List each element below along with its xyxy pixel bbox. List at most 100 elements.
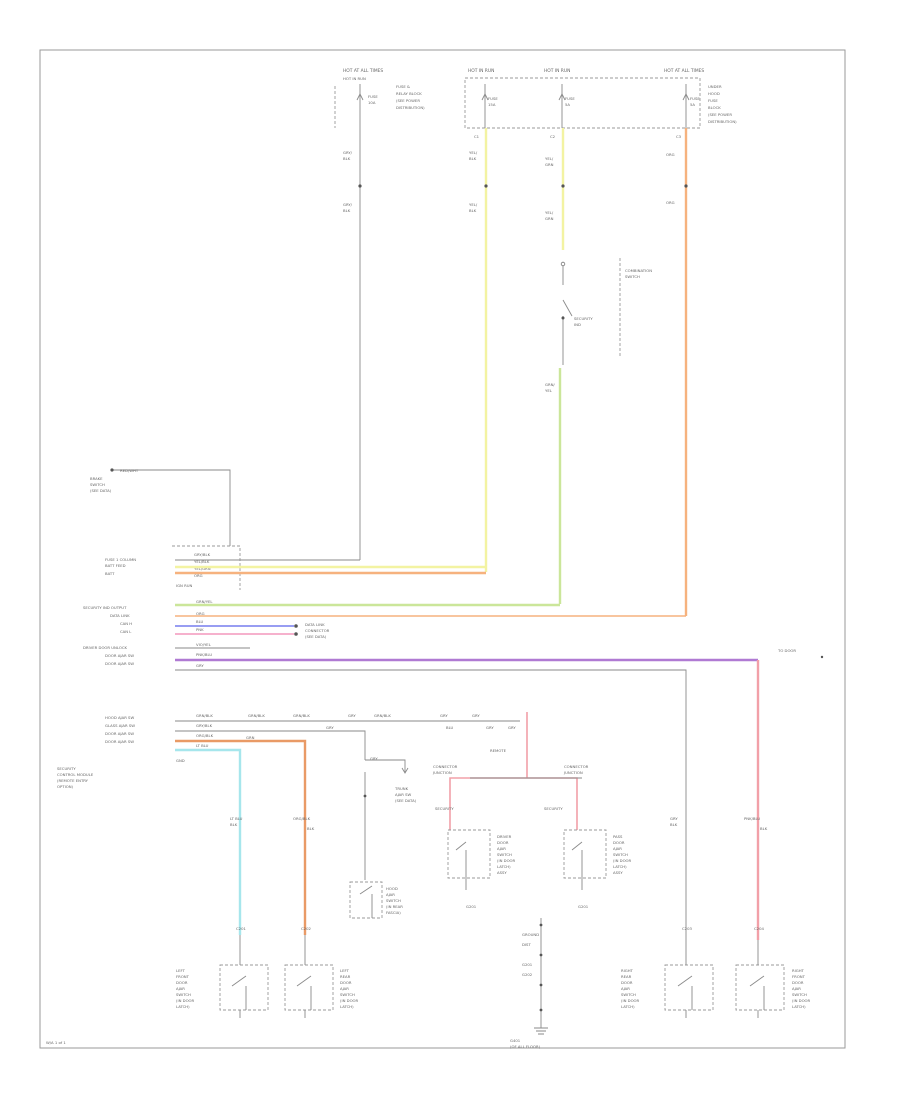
connector-label: C203	[682, 926, 692, 931]
sw4-label: AJAR	[792, 986, 801, 991]
brake-note: SWITCH	[90, 482, 105, 487]
wire-cyan-drop	[175, 748, 242, 935]
brake-tag: RED/WHT	[120, 468, 139, 473]
bus-label: GRY	[486, 725, 494, 730]
splice-dot	[484, 184, 488, 188]
bus-label: GRN/BLK	[248, 713, 265, 718]
driver-door-ajar-switch: CONNECTOR JUNCTION SECURITY DRIVER DOOR …	[432, 764, 516, 909]
wire-code: PNK/BLU	[196, 652, 212, 657]
wire-label: GRY/	[343, 150, 353, 155]
sw1-label: LEFT	[176, 968, 186, 973]
ground-distribution: GROUND DIST G201 G202 G401 (OF ALL FLOOR…	[510, 918, 548, 1049]
splice-dot	[358, 184, 362, 188]
fuse4-note: HOOD	[708, 91, 720, 96]
hood-label: GRY	[370, 756, 378, 761]
wire-code: ORG	[196, 611, 205, 616]
sw3-label: RIGHT	[621, 968, 634, 973]
hood-dest: (SEE DATA)	[395, 798, 417, 803]
fuse3-line: FUSE	[565, 96, 575, 101]
wire-gray-to-hood	[175, 730, 366, 760]
remote-label: REMOTE	[490, 748, 507, 753]
sw4-label: LATCH)	[792, 1004, 806, 1009]
sw1-label: DOOR	[176, 980, 188, 985]
fuse1-line: HOT IN RUN	[343, 76, 366, 81]
fuse1-line: FUSE	[368, 94, 378, 99]
wire-code: GRY/BLK	[194, 552, 211, 557]
security-ind-label: IND	[574, 322, 581, 327]
wire-label: BLK	[307, 826, 315, 831]
left-rear-door-switch: LEFT REAR DOOR AJAR SWITCH (IN DOOR LATC…	[284, 935, 359, 1018]
sw4-label: FRONT	[792, 974, 806, 979]
fuse1-line: 10A	[368, 100, 376, 105]
wire-label: BLK	[343, 156, 351, 161]
drv-sw-label: SWITCH	[497, 852, 512, 857]
brake-switch-note: RED/WHT BRAKE SWITCH (SEE DATA)	[90, 468, 231, 546]
left-note: CONTROL MODULE	[57, 772, 94, 777]
sw3-label: SWITCH	[621, 992, 636, 997]
pin-name: BATT	[105, 571, 115, 576]
fuse3-line: 5A	[565, 102, 570, 107]
right-sw-label: SECURITY	[544, 806, 563, 811]
junction-label: JUNCTION	[563, 770, 583, 775]
fuse4-line: 5A	[690, 102, 695, 107]
bus-label: GRY	[326, 725, 334, 730]
sw2-label: LEFT	[340, 968, 350, 973]
pin-name: GND	[176, 758, 185, 763]
fuse1-title: HOT AT ALL TIMES	[343, 68, 383, 74]
sw3-label: REAR	[621, 974, 632, 979]
fuse-block-2-3-4: HOT IN RUN FUSE 15A HOT IN RUN FUSE 5A H…	[464, 68, 737, 139]
left-module-note: SECURITY CONTROL MODULE (REMOTE ENTRY OP…	[57, 766, 94, 789]
connector-label: C202	[301, 926, 311, 931]
pass-sw-label: AJAR	[613, 846, 622, 851]
fuse4-title: HOT AT ALL TIMES	[664, 68, 704, 74]
wire-code: YEL/GRN	[194, 566, 211, 571]
bus-label: BLU	[446, 725, 454, 730]
sw3-label: (IN DOOR	[621, 998, 640, 1003]
left-front-door-switch: LEFT FRONT DOOR AJAR SWITCH (IN DOOR LAT…	[176, 935, 269, 1018]
bus-label: GRN/BLK	[374, 713, 391, 718]
splice-dot	[820, 655, 824, 659]
wire-label: BLK	[670, 822, 678, 827]
sw3-label: DOOR	[621, 980, 633, 985]
wire-label: LT BLU	[230, 816, 243, 821]
fuse4-line: FUSE	[690, 96, 700, 101]
wire-label: ORG	[666, 152, 675, 157]
brake-note: (SEE DATA)	[90, 488, 112, 493]
pin-name: DRIVER DOOR UNLOCK	[83, 645, 128, 650]
sw4-label: RIGHT	[792, 968, 805, 973]
pass-sw-label: DOOR	[613, 840, 625, 845]
fuse2-line: 15A	[488, 102, 496, 107]
wire-label: YEL/	[469, 202, 478, 207]
wire-label: BLK	[343, 208, 351, 213]
pin-label: C2	[550, 134, 556, 139]
dest-note: (SEE DATA)	[305, 634, 327, 639]
bus-label: GRY	[472, 713, 480, 718]
left-sw-label: SECURITY	[435, 806, 454, 811]
connector-label: C204	[754, 926, 764, 931]
sw2-label: DOOR	[340, 980, 352, 985]
combination-switch: COMBINATION SWITCH SECURITY IND GRN/ YEL	[545, 258, 652, 393]
to-right-label: TO DOOR	[777, 648, 796, 653]
sw4-label: SWITCH	[792, 992, 807, 997]
dest-note: CONNECTOR	[305, 628, 330, 633]
wire-code: GRN/BLK	[196, 713, 213, 718]
security-ind-label: SECURITY	[574, 316, 593, 321]
wire-label: YEL/	[545, 156, 554, 161]
pin-label: C1	[474, 134, 480, 139]
pin-name: CAN L	[120, 629, 132, 634]
junction-label: CONNECTOR	[564, 764, 589, 769]
bus-label: GRY	[508, 725, 516, 730]
pin-name: SECURITY IND OUTPUT	[83, 605, 127, 610]
pass-sw-label: ASSY	[613, 870, 623, 875]
hood-ajar-switch: GRY TRUNK AJAR SW (SEE DATA) HOOD AJAR S…	[349, 756, 417, 919]
fuse2-line: FUSE	[488, 96, 498, 101]
wire-label: GRY/	[343, 202, 353, 207]
wire-label: PNK/BLU	[744, 816, 760, 821]
ground-stack: DIST	[522, 942, 531, 947]
pin-name: GLASS AJAR SW	[105, 723, 135, 728]
wire-label: ORG	[666, 200, 675, 205]
brake-note: BRAKE	[90, 476, 103, 481]
module-connector-3: HOOD AJAR SW GLASS AJAR SW DOOR AJAR SW …	[105, 713, 516, 763]
wire-label: BLK	[760, 826, 768, 831]
